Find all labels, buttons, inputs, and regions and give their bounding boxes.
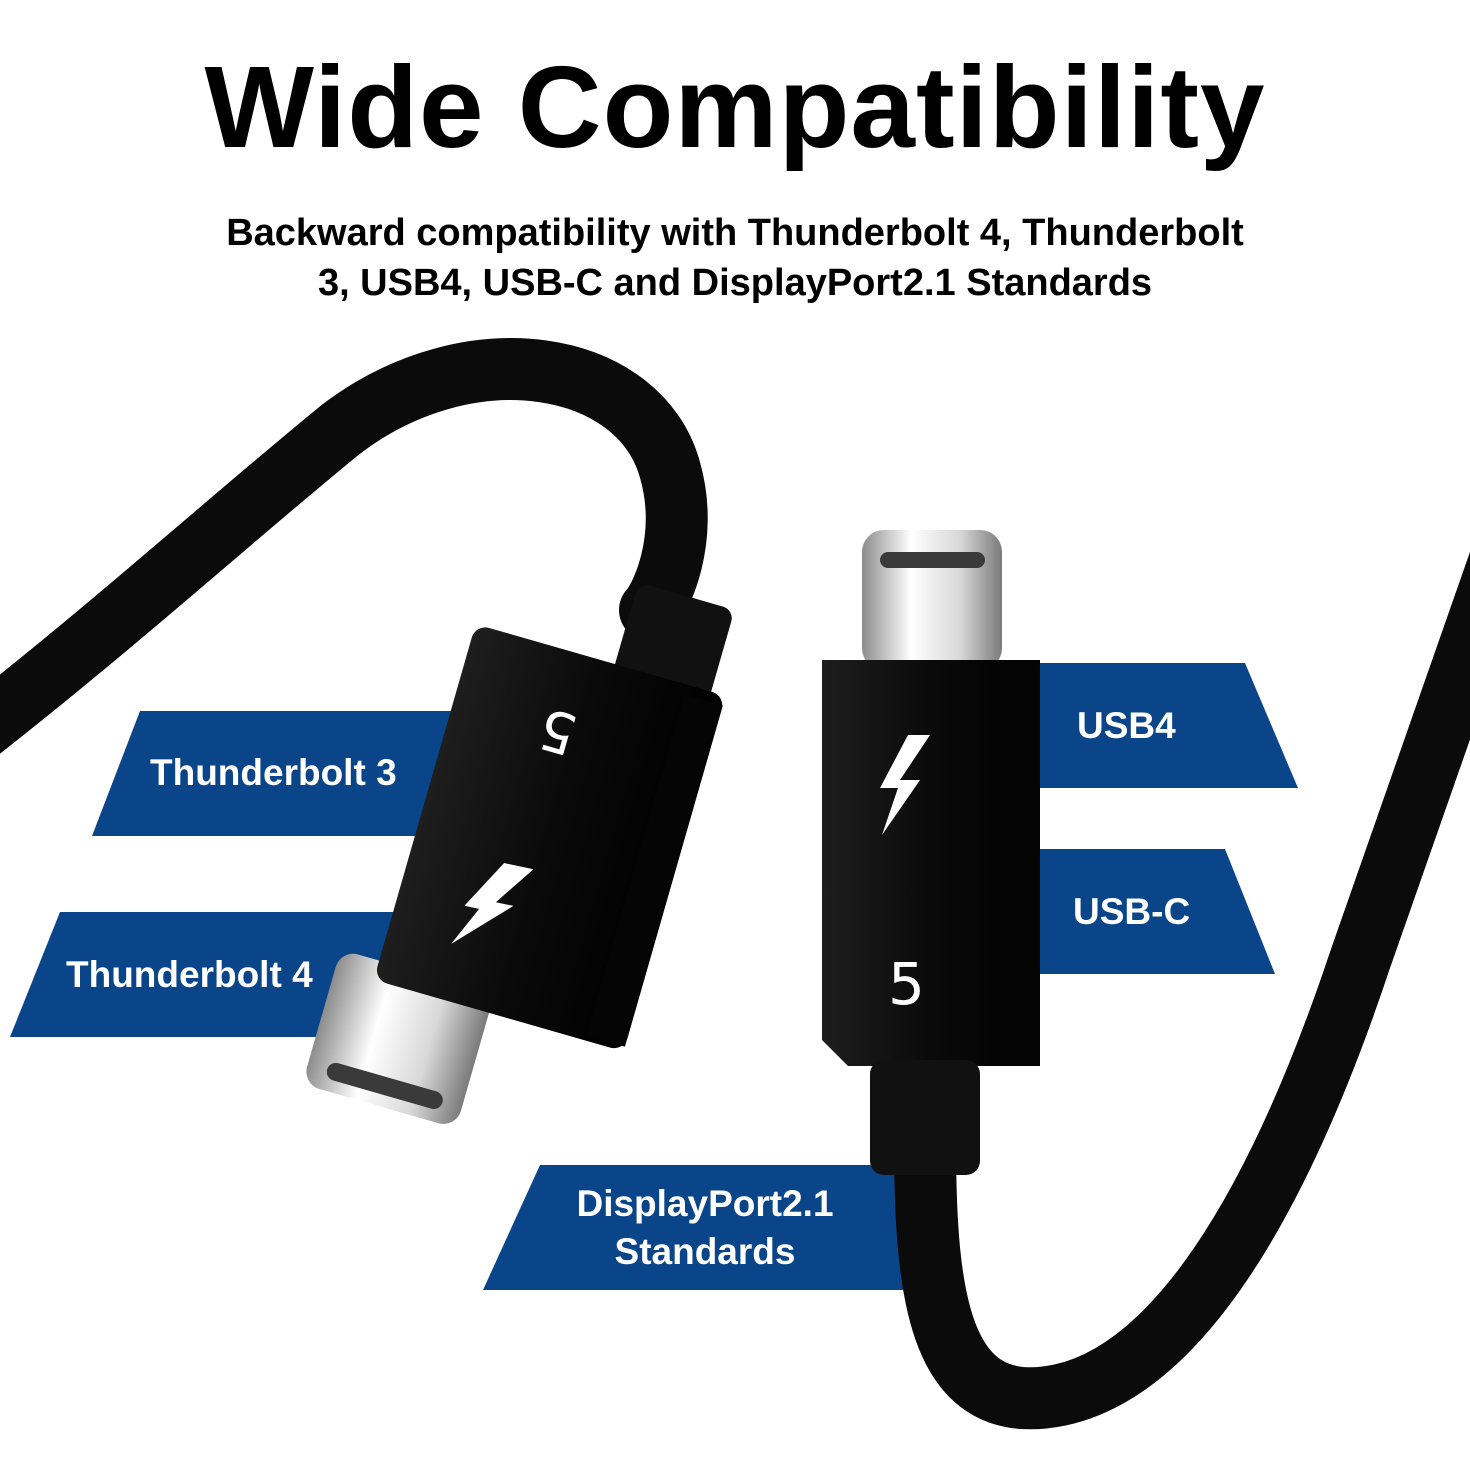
subheadline-line-1: Backward compatibility with Thunderbolt … [226, 212, 1244, 254]
tag-thunderbolt-4: Thunderbolt 4 [66, 954, 313, 995]
tag-usb4: USB4 [1077, 705, 1176, 746]
tag-usb4-bg [1015, 663, 1298, 788]
headline: Wide Compatibility [204, 42, 1266, 172]
subheadline-line-2: 3, USB4, USB-C and DisplayPort2.1 Standa… [317, 262, 1153, 304]
tag-displayport-line-2: Standards [614, 1231, 796, 1272]
tag-thunderbolt-3: Thunderbolt 3 [150, 752, 397, 793]
connector-left [306, 585, 732, 1124]
tag-thunderbolt-4-bg [10, 912, 395, 1037]
subheadline: Backward compatibility with Thunderbolt … [160, 208, 1310, 308]
cable-right [894, 551, 1470, 1430]
tag-displayport-bg [483, 1165, 905, 1290]
connector-right-mark: 5 [888, 950, 925, 1018]
tag-thunderbolt-3-bg [92, 711, 505, 836]
connector-right [822, 530, 1040, 1175]
tag-usbc-bg [1015, 849, 1275, 974]
thunderbolt-bolt-icon [451, 863, 534, 944]
tag-displayport: DisplayPort2.1 Standards [555, 1180, 855, 1276]
tag-displayport-line-1: DisplayPort2.1 [576, 1183, 834, 1224]
tag-usbc: USB-C [1073, 891, 1191, 932]
cable-left [0, 338, 708, 754]
thunderbolt-bolt-icon [880, 735, 930, 835]
